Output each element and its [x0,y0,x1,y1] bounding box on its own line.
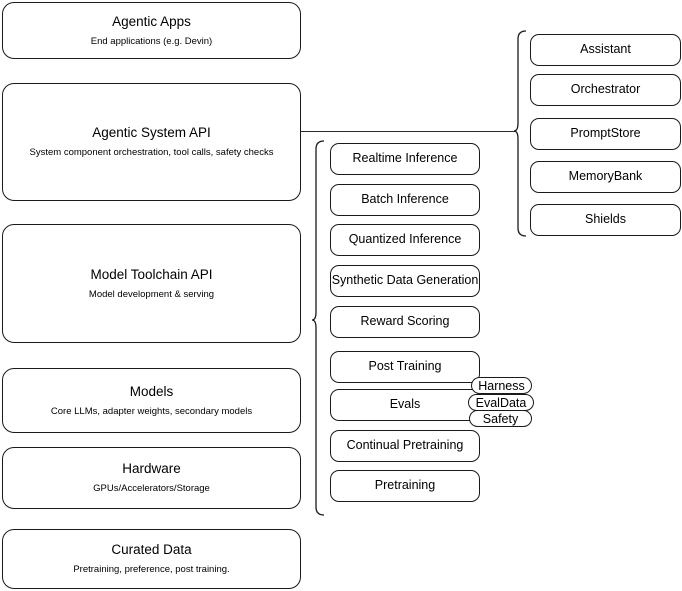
capability-label-pretraining: Pretraining [374,478,436,493]
capability-synthetic-data-generation[interactable]: Synthetic Data Generation [330,265,480,297]
layer-subtitle-hardware: GPUs/Accelerators/Storage [93,483,210,494]
capability-quantized-inference[interactable]: Quantized Inference [330,224,480,256]
eval-badge-label-safety: Safety [482,411,519,426]
component-label-memorybank: MemoryBank [568,169,643,184]
layer-subtitle-model-toolchain-api: Model development & serving [88,288,215,300]
capability-label-quantized-inference: Quantized Inference [348,232,462,247]
layer-subtitle-agentic-apps: End applications (e.g. Devin) [90,35,213,47]
layer-subtitle-models: Core LLMs, adapter weights, secondary mo… [50,405,253,417]
component-assistant[interactable]: Assistant [530,34,681,66]
capability-label-post-training: Post Training [368,359,442,374]
capability-label-reward-scoring: Reward Scoring [360,314,450,329]
component-memorybank[interactable]: MemoryBank [530,161,681,193]
agentic-system-connector-line [301,131,515,133]
middle-column-brace [311,140,325,516]
right-column-brace [513,30,527,237]
capability-label-continual-pretraining: Continual Pretraining [346,438,464,453]
capability-reward-scoring[interactable]: Reward Scoring [330,306,480,338]
capability-label-realtime-inference: Realtime Inference [352,151,458,166]
layer-title-model-toolchain-api: Model Toolchain API [90,266,213,282]
eval-badge-label-evaldata: EvalData [475,395,527,410]
component-shields[interactable]: Shields [530,204,681,236]
capability-continual-pretraining[interactable]: Continual Pretraining [330,430,480,462]
layer-box-agentic-system-api[interactable]: Agentic System API System component orche… [2,83,301,201]
layer-subtitle-agentic-system-api: System component orchestration, tool cal… [29,147,274,158]
component-label-shields: Shields [585,212,626,227]
layer-title-models: Models [129,383,174,399]
capability-batch-inference[interactable]: Batch Inference [330,184,480,216]
component-promptstore[interactable]: PromptStore [530,118,681,150]
capability-realtime-inference[interactable]: Realtime Inference [330,143,480,175]
layer-subtitle-curated-data: Pretraining, preference, post training. [73,564,230,575]
layer-box-model-toolchain-api[interactable]: Model Toolchain API Model development & s… [2,224,301,343]
layer-title-hardware: Hardware [122,461,181,477]
capability-label-evals: Evals [389,397,421,412]
component-label-orchestrator: Orchestrator [570,82,641,97]
capability-pretraining[interactable]: Pretraining [330,470,480,502]
eval-badge-harness[interactable]: Harness [471,377,532,394]
capability-label-synthetic-data-generation: Synthetic Data Generation [331,273,479,288]
component-orchestrator[interactable]: Orchestrator [530,74,681,106]
layer-title-agentic-system-api: Agentic System API [92,125,211,141]
component-label-promptstore: PromptStore [570,126,641,141]
capability-evals[interactable]: Evals [330,389,480,421]
eval-badge-evaldata[interactable]: EvalData [468,394,534,411]
eval-badge-safety[interactable]: Safety [469,410,532,427]
capability-label-batch-inference: Batch Inference [361,192,449,207]
capability-post-training[interactable]: Post Training [330,351,480,383]
layer-title-curated-data: Curated Data [111,542,192,558]
eval-badge-label-harness: Harness [478,378,525,393]
layer-title-agentic-apps: Agentic Apps [112,13,191,29]
component-label-assistant: Assistant [580,42,631,57]
